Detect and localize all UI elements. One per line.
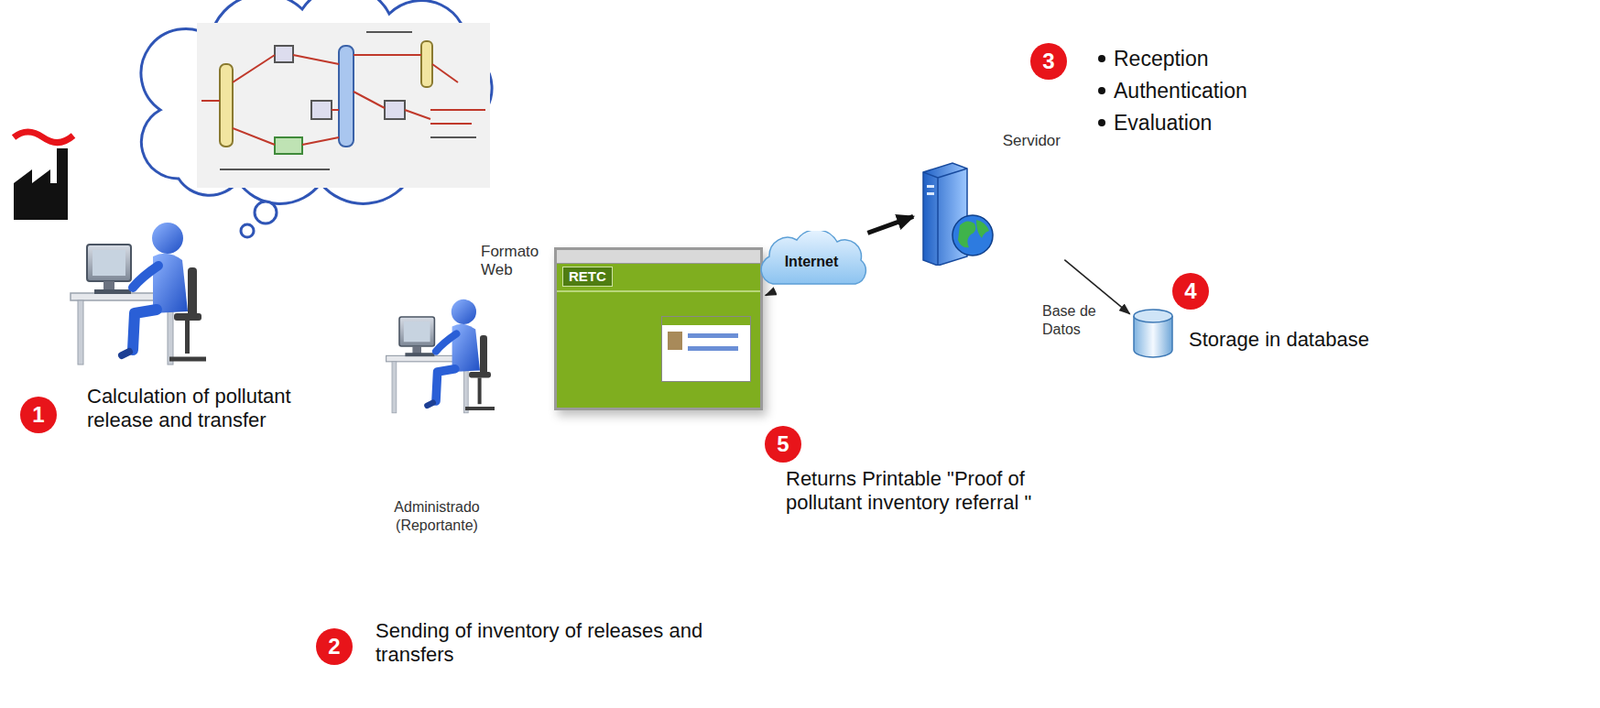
browser-window: RETC — [554, 247, 763, 411]
actor-label: Administrado (Reportante) — [377, 498, 497, 535]
data-flow-arrow — [867, 216, 914, 233]
bullet-item: Reception — [1113, 46, 1209, 71]
callout-number: 5 — [764, 425, 802, 463]
internet-cloud: Internet — [752, 230, 871, 292]
callout-number: 2 — [315, 628, 353, 665]
site-logo: RETC — [568, 268, 607, 285]
thought-cloud — [141, 0, 492, 238]
return-arrow — [765, 292, 773, 295]
reporter-node: Administrado (Reportante) — [377, 291, 497, 544]
browser-toolbar — [556, 250, 761, 264]
window-caption: Formato Web — [480, 242, 549, 280]
site-header: RETC — [562, 266, 613, 287]
database-cylinder — [1131, 307, 1175, 360]
database-node: Base de Datos — [1042, 300, 1176, 361]
callout-number: 4 — [1172, 272, 1209, 310]
database-label: Base de Datos — [1042, 302, 1100, 339]
web-form: Formato WebRETC — [480, 239, 767, 416]
network-label: Internet — [752, 252, 871, 272]
bullet-dots — [1098, 54, 1106, 127]
server-node: Servidor — [915, 128, 1063, 266]
reporter-figure — [384, 291, 495, 416]
callout-text: Calculation of pollutant release and tra… — [87, 384, 344, 433]
callout-number: 3 — [1030, 43, 1067, 80]
callout-text: Sending of inventory of releases and tra… — [375, 619, 710, 667]
card-title-bar — [662, 316, 751, 326]
callout-text: Storage in database — [1188, 327, 1370, 352]
card-icon — [667, 331, 683, 350]
bullet-item: Evaluation — [1113, 110, 1212, 135]
bullet-item: Authentication — [1113, 78, 1248, 103]
globe-icon — [952, 215, 993, 256]
reporter-figure — [70, 222, 207, 365]
card-field — [687, 346, 739, 351]
callout-number: 1 — [20, 396, 57, 434]
header-rule — [556, 290, 761, 293]
login-card — [661, 315, 752, 382]
card-field — [687, 333, 739, 338]
process-sketch — [201, 32, 486, 170]
server-label: Servidor — [1002, 131, 1061, 151]
factory-icon — [13, 131, 74, 220]
callout-text: Returns Printable "Proof of pollutant in… — [785, 467, 1035, 515]
